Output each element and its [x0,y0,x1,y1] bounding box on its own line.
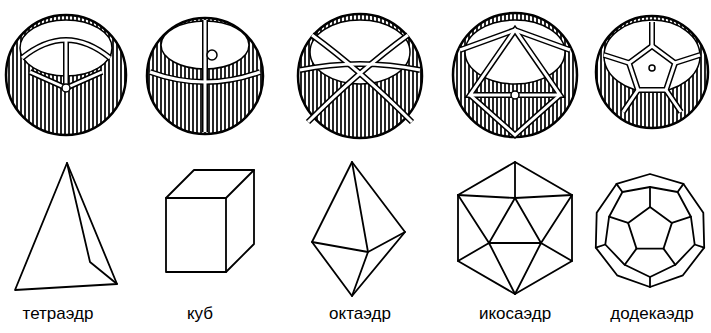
stone-ball [596,16,708,128]
figure-name: тетраэдр [23,304,94,324]
figure-name: куб [187,304,213,324]
figure-name: икосаэдр [479,304,551,324]
stone-ball [147,18,263,134]
stone-ball [298,14,422,138]
dodecahedron-figure [596,174,704,287]
cube-figure [166,170,254,272]
icosahedron-figure [458,162,572,294]
figure-name: октаэдр [329,304,391,324]
tetrahedron-figure [15,163,117,290]
octahedron-figure [312,162,405,296]
figure-name: додекаэдр [610,304,693,324]
stone-ball [6,15,126,135]
stone-ball [453,13,577,137]
